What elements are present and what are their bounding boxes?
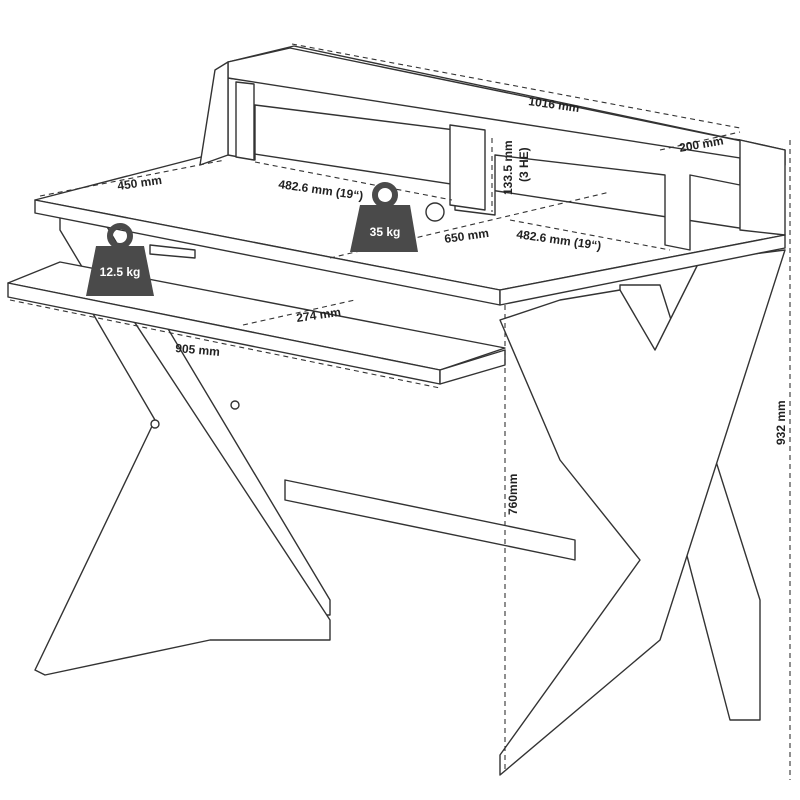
shelf-load-label: 35 kg bbox=[370, 225, 401, 239]
dim-line-tray-gap bbox=[242, 299, 356, 326]
weight-35kg: 35 kg bbox=[350, 182, 418, 252]
weight-12-5kg: 12.5 kg bbox=[86, 223, 154, 296]
dim-line-rack-right bbox=[509, 219, 671, 251]
stretcher bbox=[284, 479, 576, 561]
label-rack-height: 133.5 mm bbox=[501, 140, 515, 195]
front-right-leg bbox=[499, 249, 786, 776]
label-tray-width: 905 mm bbox=[175, 341, 221, 359]
dim-line-shelf-depth bbox=[659, 131, 741, 151]
rack-rail-left bbox=[235, 81, 255, 161]
shelf-side bbox=[739, 139, 786, 236]
label-tray-gap: 274 mm bbox=[295, 305, 341, 325]
label-rack-units: (3 HE) bbox=[517, 147, 531, 182]
cable-hole bbox=[230, 400, 240, 410]
label-desk-height: 760mm bbox=[506, 474, 520, 515]
tray-slide-left bbox=[149, 244, 196, 259]
front-left-leg bbox=[34, 299, 331, 676]
dim-line-desk-depth bbox=[39, 159, 226, 197]
tray-load-label: 12.5 kg bbox=[100, 265, 141, 279]
rack-rail-center bbox=[449, 124, 486, 211]
label-inner-width: 650 mm bbox=[443, 226, 489, 246]
desktop-edge-right bbox=[499, 234, 786, 306]
label-total-height: 932 mm bbox=[774, 400, 788, 445]
label-desk-depth: 450 mm bbox=[116, 173, 162, 193]
dim-line-rack-left bbox=[254, 161, 453, 201]
cable-grommet bbox=[425, 202, 445, 222]
cable-hole bbox=[150, 419, 160, 429]
tray-slide-rail bbox=[439, 349, 506, 385]
shelf-left-support bbox=[199, 61, 229, 166]
dim-line-shelf-width bbox=[291, 43, 741, 129]
dim-line-tray-width bbox=[9, 299, 441, 389]
